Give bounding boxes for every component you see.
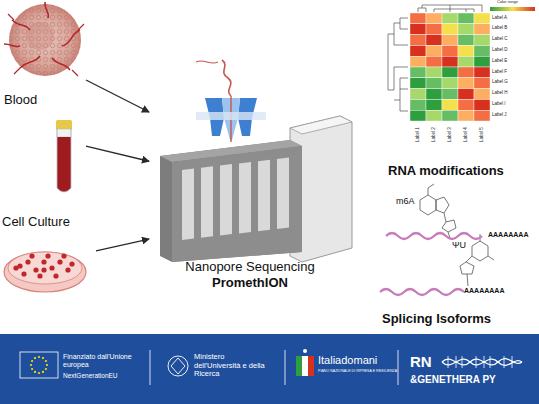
heatmap <box>388 5 535 121</box>
italiadomani-logo <box>296 349 314 376</box>
petri-dish <box>4 252 86 292</box>
axis-label: Label 4 <box>463 127 468 142</box>
sequencer-group: Nanopore SequencingPromethION <box>150 55 350 291</box>
band-text: RN <box>410 353 432 370</box>
text-label: Label B <box>492 25 507 30</box>
text-label: Splicing Isoforms <box>382 312 491 327</box>
nanopore <box>196 60 266 142</box>
text-label: Label J <box>492 112 507 117</box>
dna-helix <box>442 356 522 368</box>
eu-flag <box>20 352 58 378</box>
text-label: Color range <box>497 0 518 5</box>
sample-label: Cell Culture <box>2 214 70 230</box>
text-label: Label A <box>492 15 507 20</box>
band-text: Ministero dell'Università e della Ricerc… <box>194 353 272 379</box>
axis-label: Label 2 <box>431 127 436 142</box>
promethion-device <box>160 116 352 262</box>
band-text: Finanziato dall'Unione europea <box>63 353 135 369</box>
band-text: &GENETHERA PY <box>410 374 496 386</box>
blood-tube <box>56 120 72 192</box>
sample-arrow <box>96 239 149 251</box>
method-label: Nanopore Sequencing <box>185 259 314 275</box>
sample-group: Cell Culture <box>2 214 94 296</box>
text-label: Label H <box>492 90 508 95</box>
instrument-name: PromethION <box>212 275 288 291</box>
text-label: m6A <box>396 196 415 206</box>
sample-arrow <box>86 80 149 112</box>
axis-label: Label 5 <box>479 127 484 142</box>
text-label: AAAAAAAA <box>464 287 504 295</box>
text-label: Label C <box>492 36 508 41</box>
ministry-emblem <box>168 356 188 376</box>
text-label: Label F <box>492 69 507 74</box>
band-text: NextGenerationEU <box>63 372 118 379</box>
band-text: Italiadomani <box>318 354 377 367</box>
rna-strand <box>380 289 464 295</box>
axis-label: Label 3 <box>447 127 452 142</box>
sample-group: Blood <box>4 92 84 196</box>
text-label: Label D <box>492 47 508 52</box>
m6a-molecule <box>420 184 456 238</box>
sample-label: Blood <box>4 92 37 108</box>
rna-strand <box>386 233 482 239</box>
text-label: Label E <box>492 58 507 63</box>
tumor-tissue <box>4 2 84 76</box>
text-label: AAAAAAAA <box>488 231 528 239</box>
text-label: RNA modifications <box>388 164 504 179</box>
text-label: ΨU <box>452 240 466 250</box>
band-text: PIANO NAZIONALE DI RIPRESA E RESILIENZA <box>318 369 397 373</box>
funding-band <box>0 334 539 404</box>
sample-arrow <box>86 146 149 161</box>
text-label: Label I <box>492 101 506 106</box>
text-label: Label G <box>492 79 508 84</box>
axis-label: Label 1 <box>415 127 420 142</box>
